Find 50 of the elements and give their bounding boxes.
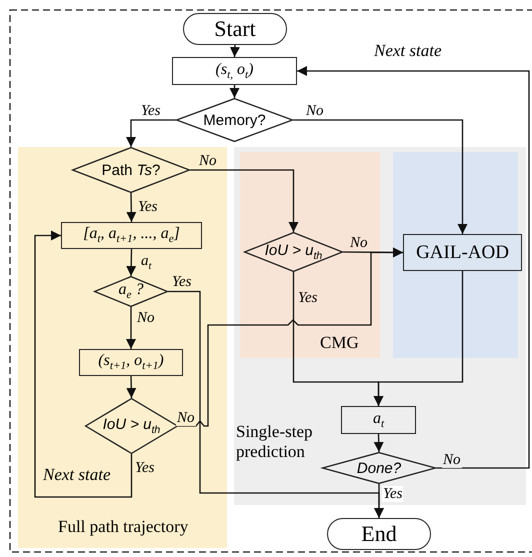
decision-diamond [244,232,343,272]
edge-label: No [442,452,462,468]
decision-diamond [85,398,178,454]
node-label: [a$_{t}$, a$_{t+1}$, ..., a$_{e}$] [83,225,180,246]
edge-label: No [176,410,196,426]
node-label: (s$_{t+1}$, o$_{t+1}$) [98,352,164,373]
state-box [79,349,183,376]
action-box [341,406,416,434]
arrow [126,192,136,222]
arrow [230,44,240,58]
arrow [297,66,530,469]
single-step-region [234,147,526,505]
start-terminal [183,13,287,45]
arrow [374,271,464,406]
state-box [172,57,297,85]
node-label: (s$_{t,}$ o$_{t}$) [216,60,254,82]
edge-label: Yes [382,486,404,502]
node-label: IoU > u$_{th}$ [264,242,322,262]
decision-diamond [176,98,293,142]
arrow [126,248,136,276]
region-label: Single-step prediction [236,422,314,462]
arrow [126,307,136,349]
region-label: Full path trajectory [58,517,188,537]
arrow [230,85,240,98]
node-label: Start [214,16,256,42]
arrow [34,230,132,498]
arrow [126,119,176,147]
node-label: Done? [356,460,402,476]
decision-diamond [94,276,168,307]
node-label: IoU > u$_{th}$ [102,416,160,436]
region-label: CMG [320,333,359,353]
node-label: GAIL-AOD [416,242,509,264]
node-label: Path Ts? [102,162,160,178]
arrow [190,169,298,232]
node-label: Memory? [203,112,266,128]
full-path-region [18,147,227,548]
arrow [343,247,403,258]
cmg-region [240,152,380,358]
node-label: a$_{t}$ [372,410,384,430]
process-box [403,234,522,271]
decision-diamond [322,452,436,484]
node-label: a$_{e}$ ? [118,281,144,302]
action-sequence-box [61,222,202,249]
decision-diamond [72,147,190,193]
arrow [126,376,136,398]
arrow [374,484,384,518]
arrow [374,434,384,452]
arrow [293,119,468,234]
node-label: End [361,521,397,547]
end-terminal [327,518,431,550]
